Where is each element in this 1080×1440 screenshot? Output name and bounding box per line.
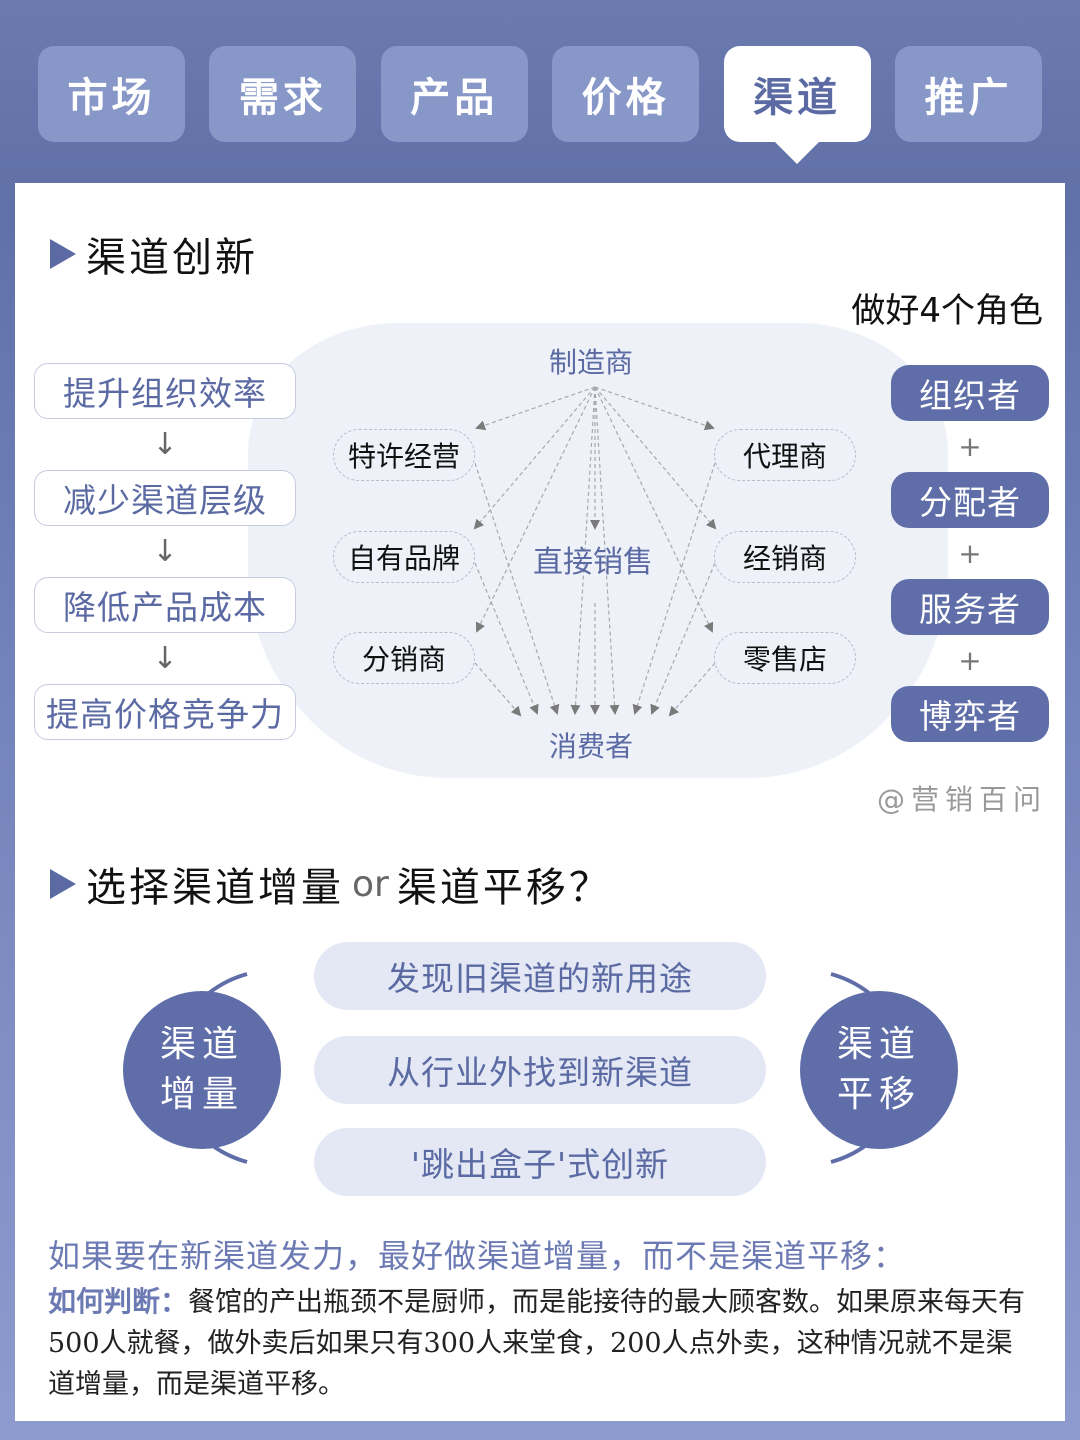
node-dealer: 经销商 [714,531,856,583]
section-title-increment-vs-shift: 选择渠道增量 or 渠道平移？ [50,855,612,913]
benefit-flow: 提升组织效率 ↓ 减少渠道层级 ↓ 降低产品成本 ↓ 提高价格竞争力 [34,363,296,740]
flow-step: 降低产品成本 [34,577,296,633]
tab-demand[interactable]: 需求 [209,46,357,142]
triangle-bullet-icon [50,869,76,899]
option-new-use-old-channel: 发现旧渠道的新用途 [314,942,766,1010]
node-retail-store: 零售店 [714,632,856,684]
active-tab-pointer-icon [773,140,822,164]
role-organizer: 组织者 [891,365,1049,421]
plus-icon: + [958,644,982,677]
flow-step: 减少渠道层级 [34,470,296,526]
option-new-channel-outside: 从行业外找到新渠道 [314,1036,766,1104]
section-title-channel-innovation: 渠道创新 [50,225,258,283]
tab-product[interactable]: 产品 [380,46,528,142]
node-consumer: 消费者 [549,730,634,763]
judgement-paragraph: 如何判断：餐馆的产出瓶颈不是厨师，而是能接待的最大顾客数。如果原来每天有500人… [48,1281,1038,1405]
tab-label: 需求 [238,75,327,121]
circle-line: 平移 [836,1074,921,1115]
channel-flow-arrows [473,386,717,717]
flow-step: 提升组织效率 [34,363,296,419]
category-tabs: 市场 需求 产品 价格 渠道 推广 [38,46,1042,164]
role-allocator: 分配者 [891,472,1049,528]
circle-channel-increment: 渠道 增量 [123,991,281,1149]
option-out-of-box: '跳出盒子'式创新 [314,1128,766,1196]
down-arrow-icon: ↓ [152,641,178,676]
plus-icon: + [958,430,982,463]
node-distributor: 分销商 [333,632,475,684]
tab-label: 市场 [67,75,156,121]
roles-list: 组织者 + 分配者 + 服务者 + 博弈者 [891,365,1049,742]
section-title-text: 渠道创新 [86,235,258,281]
title-part-1: 选择渠道增量 [86,865,344,911]
tab-label: 推广 [924,75,1013,121]
tab-label: 渠道 [753,75,842,121]
content-card: 渠道创新 做好4个角色 [15,183,1065,1421]
down-arrow-icon: ↓ [152,427,178,462]
triangle-bullet-icon [50,239,76,269]
tab-promotion[interactable]: 推广 [894,46,1042,142]
tab-label: 产品 [410,75,499,121]
judgement-text: 餐馆的产出瓶颈不是厨师，而是能接待的最大顾客数。如果原来每天有500人就餐，做外… [48,1287,1026,1400]
tab-market[interactable]: 市场 [38,46,185,142]
plus-icon: + [958,537,982,570]
tab-price[interactable]: 价格 [552,46,700,142]
node-own-brand: 自有品牌 [333,531,475,583]
watermark: @营销百问 [876,783,1047,816]
node-direct-sales: 直接销售 [533,545,653,580]
conclusion-text: 如果要在新渠道发力，最好做渠道增量，而不是渠道平移： [48,1237,907,1275]
title-or: or [352,863,389,905]
role-servicer: 服务者 [891,579,1049,635]
flow-step: 提高价格竞争力 [34,684,296,740]
node-manufacturer: 制造商 [549,346,634,379]
tab-channel[interactable]: 渠道 [723,46,871,164]
roles-title: 做好4个角色 [851,291,1043,331]
title-part-2: 渠道平移？ [396,865,612,911]
judgement-label: 如何判断： [48,1285,189,1318]
role-gamer: 博弈者 [891,686,1049,742]
circle-line: 渠道 [159,1024,244,1065]
tab-label: 价格 [581,75,670,121]
node-franchise: 特许经营 [333,429,475,481]
circle-line: 渠道 [836,1024,921,1065]
circle-line: 增量 [159,1074,244,1115]
down-arrow-icon: ↓ [152,534,178,569]
circle-channel-shift: 渠道 平移 [800,991,958,1149]
node-agent: 代理商 [714,429,856,481]
